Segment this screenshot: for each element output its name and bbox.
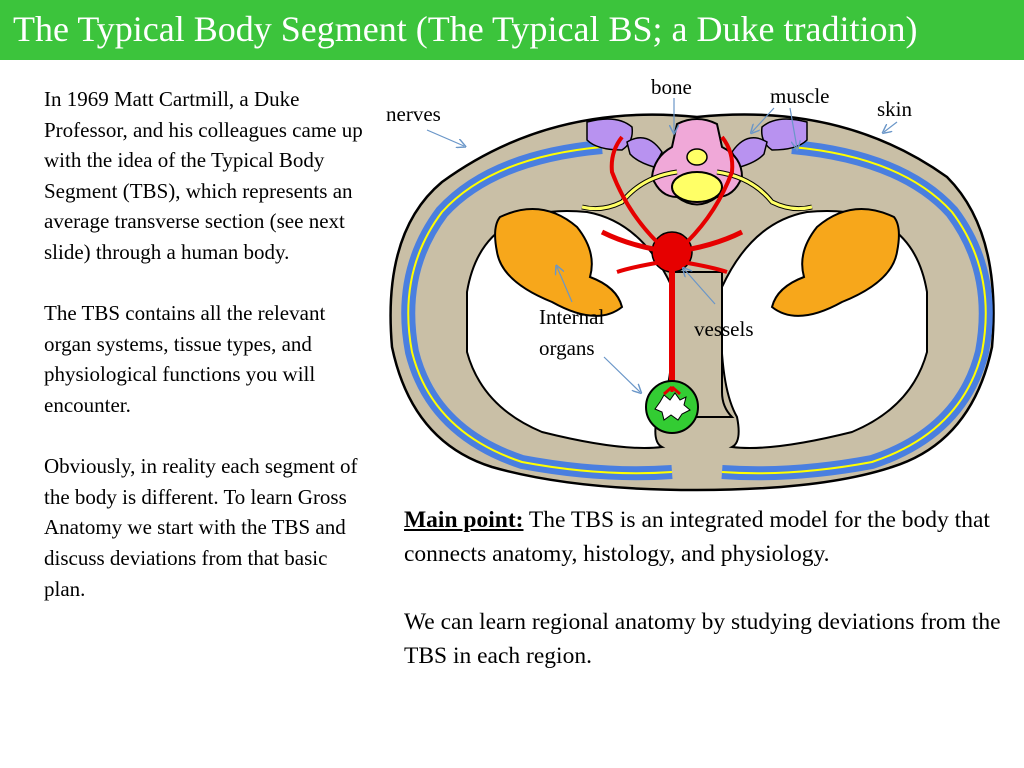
label-internal-organs-line2: organs <box>539 336 595 360</box>
left-paragraph-1: In 1969 Matt Cartmill, a Duke Professor,… <box>44 87 363 264</box>
tbs-diagram: bone muscle skin nerves Internal organs … <box>372 62 1024 502</box>
gut-lumen <box>654 392 691 421</box>
regional-anatomy-paragraph: We can learn regional anatomy by studyin… <box>404 609 1001 669</box>
spinal-cord <box>671 171 723 203</box>
title-bar: The Typical Body Segment (The Typical BS… <box>0 0 1024 60</box>
skin-arrow <box>884 121 898 132</box>
nerves-arrow <box>426 129 464 146</box>
left-paragraph-2: The TBS contains all the relevant organ … <box>44 301 326 417</box>
left-text-column: In 1969 Matt Cartmill, a Duke Professor,… <box>44 84 374 635</box>
organ-left <box>494 208 624 317</box>
label-internal-organs-line1: Internal <box>539 305 605 329</box>
label-skin: skin <box>877 97 913 121</box>
muscle-left <box>586 118 634 151</box>
tbs-diagram-svg <box>389 98 995 492</box>
label-muscle: muscle <box>770 84 830 108</box>
main-point-text: The TBS is an integrated model for the b… <box>404 507 990 567</box>
internal-organs-arrow-1 <box>557 267 573 303</box>
label-bone: bone <box>651 75 692 99</box>
label-vessels: vessels <box>694 317 754 341</box>
slide-title: The Typical Body Segment (The Typical BS… <box>13 9 918 49</box>
muscle-arrow-left <box>752 107 775 132</box>
left-paragraph-3: Obviously, in reality each segment of th… <box>44 454 358 601</box>
main-point-block: Main point: The TBS is an integrated mod… <box>404 503 1004 707</box>
organ-right <box>770 208 900 317</box>
vessels-arrow <box>684 269 716 305</box>
main-point-label: Main point: <box>404 507 524 533</box>
main-point-paragraph: Main point: The TBS is an integrated mod… <box>404 503 1004 571</box>
muscle-arrow-right <box>789 107 797 148</box>
muscle-right <box>760 118 808 151</box>
label-nerves: nerves <box>386 102 441 126</box>
internal-organs-arrow-2 <box>603 356 640 392</box>
